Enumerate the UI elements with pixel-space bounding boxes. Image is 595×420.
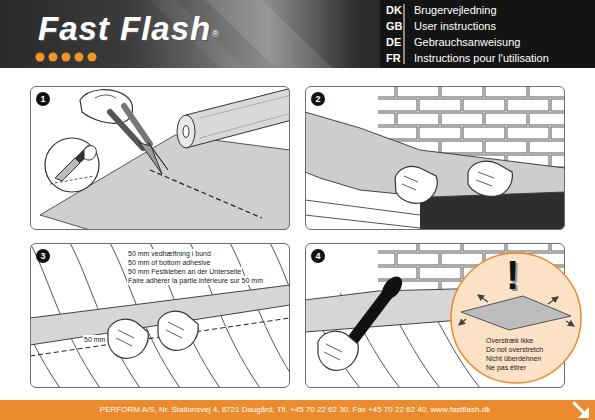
cutting-illustration xyxy=(95,95,116,98)
registered-mark: ® xyxy=(212,29,219,40)
footer-band xyxy=(0,400,595,420)
roof-illustration xyxy=(270,243,290,388)
roller-illustration xyxy=(378,273,406,303)
roof-illustration xyxy=(108,319,148,358)
roof-illustration xyxy=(116,330,134,346)
warning-text: Ne pas étirer xyxy=(486,363,526,372)
footer-address: PERFORM A/S, Nr. Stationsvej 4, 8721 Dau… xyxy=(20,405,570,415)
cutting-illustration xyxy=(148,142,168,170)
cutting-illustration xyxy=(50,176,94,184)
language-heading: User instructions xyxy=(414,20,496,33)
instruction-text: Faire adhérer la partie inférieure sur 5… xyxy=(127,276,264,285)
roof-illustration xyxy=(158,311,198,350)
wall-illustration xyxy=(305,86,565,230)
brand-dots xyxy=(88,53,97,62)
warning-inset xyxy=(478,295,488,302)
header-band xyxy=(404,4,405,64)
cutting-illustration xyxy=(177,115,195,148)
step-panel: 2 xyxy=(305,86,565,230)
wall-illustration xyxy=(468,161,512,196)
roof-illustration xyxy=(30,243,290,388)
roller-illustration xyxy=(324,344,342,360)
brand-dots xyxy=(75,53,84,62)
step-panel: 1 xyxy=(30,86,290,230)
cutting-illustration xyxy=(186,88,290,148)
cutting-illustration xyxy=(200,95,290,118)
language-heading: Gebrauchsanweisung xyxy=(414,36,520,49)
language-code: DK xyxy=(386,4,402,17)
wall-illustration xyxy=(476,172,494,186)
brand-dots xyxy=(36,53,45,62)
brand-title: Fast Flash xyxy=(38,9,211,49)
cutting-illustration xyxy=(45,138,99,192)
roof-illustration xyxy=(30,243,290,388)
footer-band xyxy=(578,407,589,418)
warning-text: Do not overstretch xyxy=(486,345,543,354)
brand-dots xyxy=(49,53,58,62)
dimension-label: 50 mm xyxy=(83,335,106,344)
cutting-illustration xyxy=(40,135,290,230)
callout-number: 1 xyxy=(36,92,50,106)
cutting-illustration xyxy=(200,113,290,138)
warning-symbol: ! xyxy=(506,252,519,298)
language-heading: Brugervejledning xyxy=(414,4,497,17)
warning-inset xyxy=(566,321,574,326)
cutting-illustration xyxy=(124,106,150,144)
warning-inset xyxy=(451,253,581,383)
header-band xyxy=(380,0,595,68)
cutting-illustration xyxy=(30,86,290,230)
header-band xyxy=(0,0,595,68)
language-code: GB xyxy=(386,20,403,33)
language-code: DE xyxy=(386,36,401,49)
roof-illustration xyxy=(230,243,290,388)
cutting-illustration xyxy=(55,158,80,181)
warning-inset xyxy=(459,319,466,325)
cutting-illustration xyxy=(183,126,189,138)
instruction-text: 50 mm of bottom adhesive xyxy=(127,258,212,267)
language-heading: Instructions pour l'utilisation xyxy=(414,52,549,65)
language-code: FR xyxy=(386,52,401,65)
cutting-illustration xyxy=(150,170,262,218)
cutting-illustration xyxy=(84,146,96,160)
step-panel: 3 50 mm vedhæftning i bund50 mm of bottom… xyxy=(30,243,290,388)
warning-inset xyxy=(548,297,558,304)
wall-illustration xyxy=(395,166,437,203)
step-panel: 4 ! Overstræk ikkeDo not overstretchNicht… xyxy=(305,243,565,388)
wall-illustration xyxy=(402,176,418,190)
cutting-illustration xyxy=(140,143,162,174)
warning-inset xyxy=(461,296,571,330)
roof-illustration xyxy=(166,322,184,338)
warning-text: Overstræk ikke xyxy=(486,336,533,345)
wall-illustration xyxy=(305,200,420,228)
roller-illustration xyxy=(318,331,358,370)
callout-number: 4 xyxy=(311,249,325,263)
brand-dots xyxy=(62,53,71,62)
warning-circle: ! Overstræk ikkeDo not overstretchNicht ü… xyxy=(450,252,582,384)
warning-text: Nicht überdehnen xyxy=(486,354,541,363)
callout-number: 3 xyxy=(36,249,50,263)
footer-band xyxy=(0,400,595,420)
instruction-text: 50 mm vedhæftning i bund xyxy=(127,249,212,258)
callout-number: 2 xyxy=(311,92,325,106)
brand-dots xyxy=(36,53,97,62)
instruction-text: 50 mm Festkleben an der Unterseite xyxy=(127,267,242,276)
header-band xyxy=(0,0,595,68)
